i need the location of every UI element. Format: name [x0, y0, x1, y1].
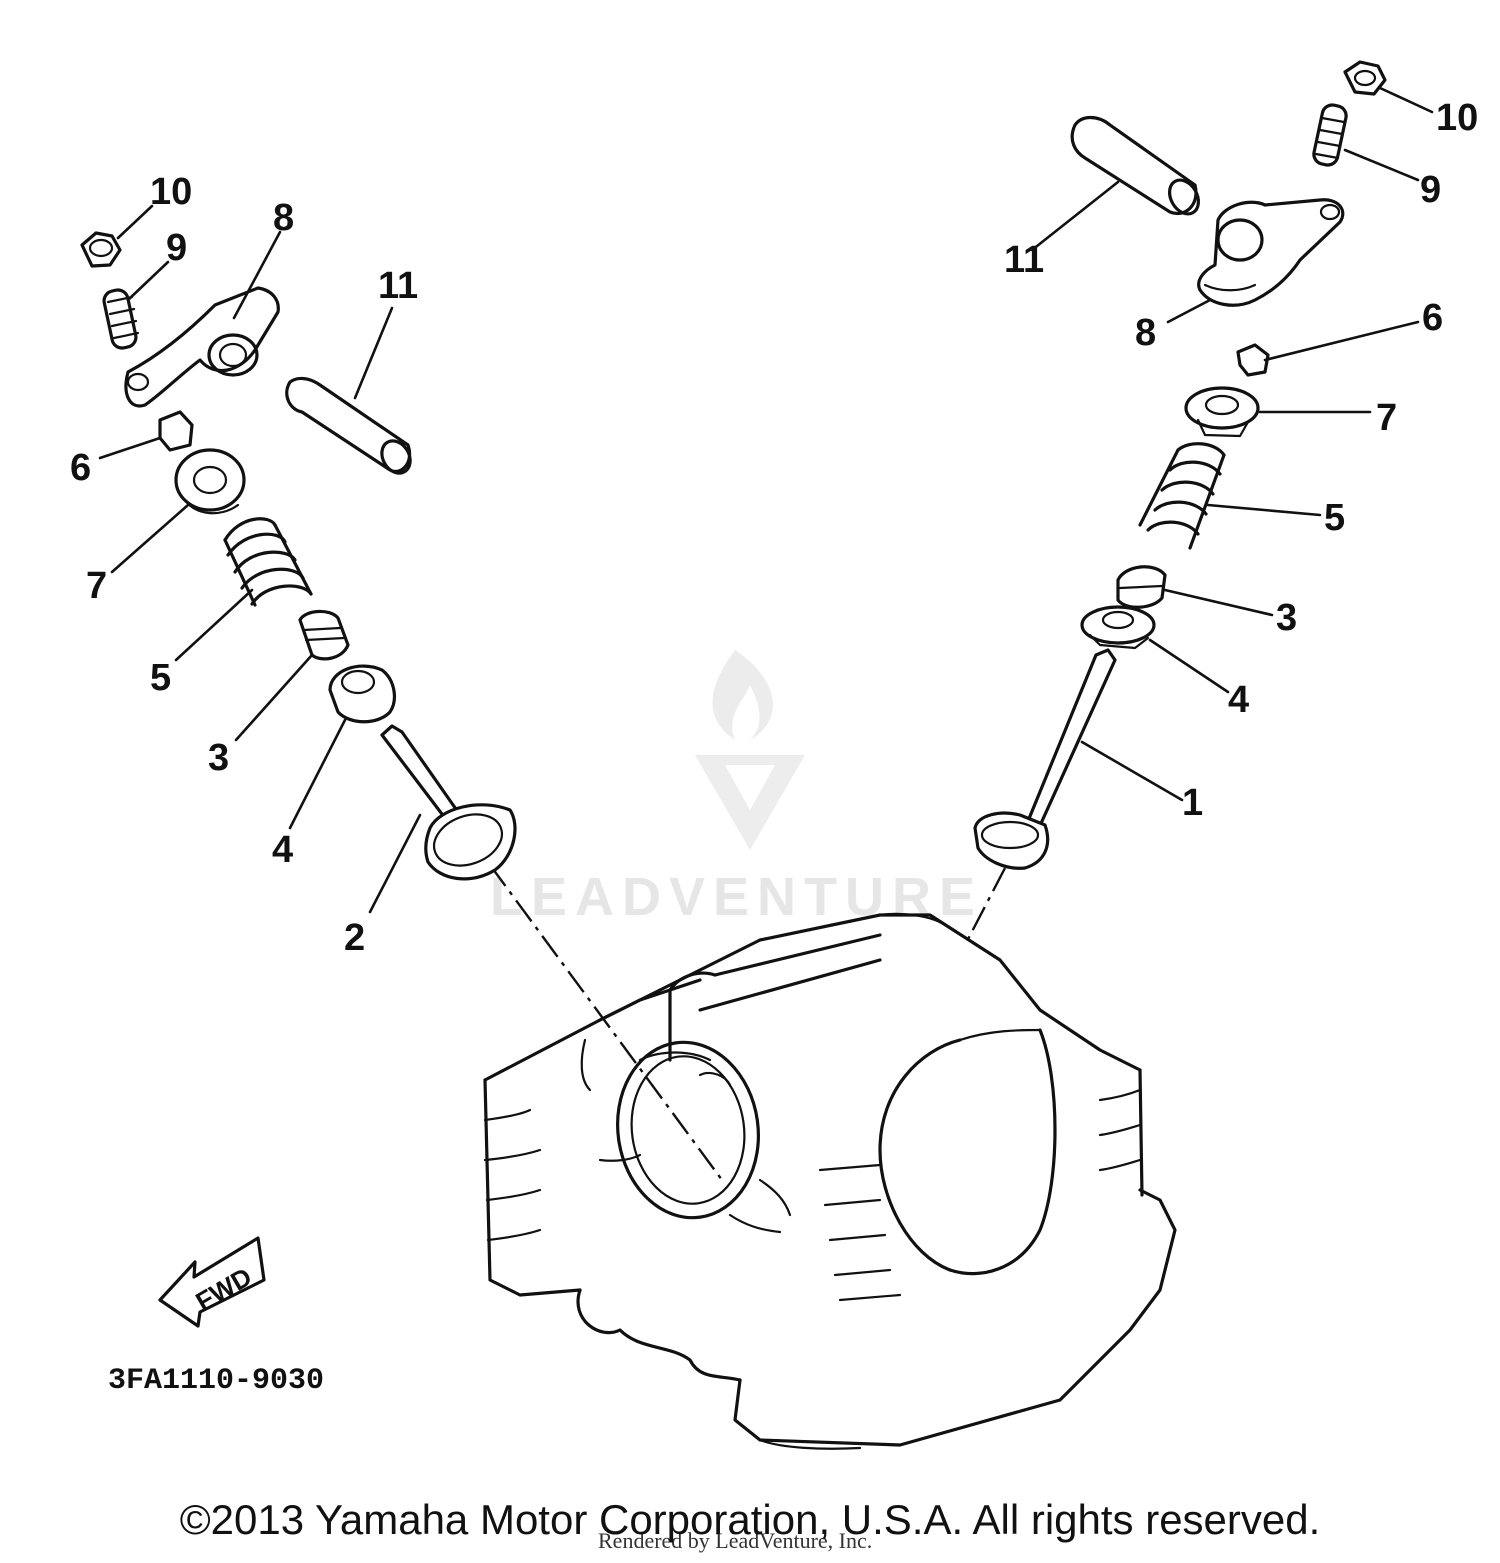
right-callout-10: 10 [1436, 97, 1478, 139]
left-valve-spring [223, 517, 313, 607]
right-adjuster-screw [1312, 103, 1348, 167]
left-spring-retainer [174, 448, 246, 515]
left-spring-seat [328, 664, 397, 724]
right-valve-train: 10 9 11 8 6 7 5 3 4 1 [973, 60, 1478, 870]
right-callout-6: 6 [1422, 297, 1443, 339]
left-stem-seal [298, 609, 350, 661]
right-stem-seal [1116, 565, 1167, 609]
left-callout-7: 7 [86, 565, 107, 607]
right-valve-spring [1138, 442, 1226, 550]
left-rocker-shaft [285, 376, 412, 475]
left-callout-8: 8 [273, 197, 294, 239]
right-callout-11: 11 [1004, 239, 1044, 281]
diagram-code: 3FA1110-9030 [108, 1364, 324, 1398]
left-callout-4: 4 [272, 829, 293, 871]
right-callout-7: 7 [1376, 397, 1397, 439]
leadventure-watermark: LEADVENTURE [490, 650, 983, 927]
right-spring-seat [1080, 605, 1156, 650]
right-exhaust-valve [973, 648, 1117, 870]
left-callout-2: 2 [344, 917, 365, 959]
left-valve-cotter [158, 410, 194, 452]
left-valve-axis [489, 864, 723, 1181]
watermark-brand: LEADVENTURE [490, 867, 983, 927]
right-callout-1: 1 [1182, 782, 1203, 824]
right-callout-3: 3 [1276, 597, 1297, 639]
copyright-notice: ©2013 Yamaha Motor Corporation, U.S.A. A… [179, 1496, 1321, 1543]
left-valve-train: 10 9 8 11 6 7 5 3 4 2 [70, 171, 517, 959]
left-locknut [80, 231, 122, 268]
right-callout-8: 8 [1135, 312, 1156, 354]
left-intake-valve [380, 724, 517, 881]
right-callout-9: 9 [1420, 169, 1441, 211]
left-callout-9: 9 [166, 227, 187, 269]
right-valve-axis [963, 867, 1007, 946]
right-callout-4: 4 [1228, 679, 1249, 721]
right-callout-5: 5 [1324, 497, 1345, 539]
left-callout-3: 3 [208, 737, 229, 779]
left-callout-10: 10 [150, 171, 192, 213]
right-locknut [1343, 60, 1387, 96]
left-callout-5: 5 [150, 657, 171, 699]
right-spring-retainer [1184, 386, 1260, 438]
forward-arrow-label: FWD [190, 1261, 256, 1317]
left-callout-11: 11 [378, 265, 418, 307]
right-valve-cotter [1236, 343, 1270, 377]
forward-arrow: FWD [158, 1236, 266, 1328]
cylinder-head [483, 912, 1177, 1450]
left-rocker-arm [124, 286, 280, 408]
rendered-by-watermark: Rendered by LeadVenture, Inc. [598, 1528, 872, 1553]
right-rocker-shaft [1070, 115, 1201, 216]
left-adjuster-screw [102, 288, 140, 350]
left-callout-6: 6 [70, 447, 91, 489]
right-rocker-arm [1197, 198, 1345, 307]
